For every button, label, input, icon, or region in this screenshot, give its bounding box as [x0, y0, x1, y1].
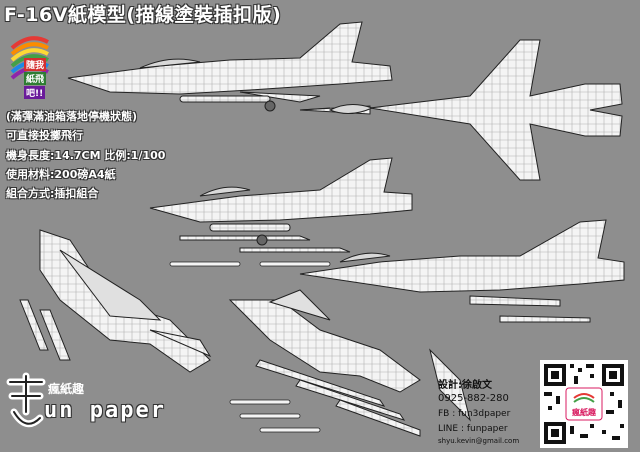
missile-stores	[169, 261, 331, 433]
qr-badge-text: 瘋紙趣	[571, 407, 597, 417]
phone-number: 0925-882-280	[438, 393, 509, 404]
fighter-jet-icon	[299, 219, 625, 323]
logo-tag: 紙飛	[24, 72, 47, 85]
spec-line: 可直接投擲飛行	[6, 129, 83, 142]
fighter-jet-icon	[299, 39, 623, 181]
brand-logo-mark-icon	[6, 372, 46, 428]
email-address: shyu.kevin@gmail.com	[438, 437, 520, 445]
page-title: F-16V紙模型(描線塗裝插扣版)	[4, 4, 282, 26]
line-handle: LINE : funpaper	[438, 424, 508, 434]
spec-line: (滿彈滿油箱落地停機狀態)	[6, 110, 138, 123]
fighter-jet-icon	[67, 21, 393, 112]
designer-credit: 設計:徐啟文	[438, 380, 492, 391]
rainbow-logo-icon: 隨我 紙飛 吧!!	[10, 30, 50, 100]
facebook-handle: FB : fun3dpaper	[438, 409, 511, 419]
fighter-jet-icon	[228, 289, 471, 437]
fighter-jet-icon	[19, 229, 212, 373]
spec-line: 使用材料:200磅A4紙	[6, 168, 116, 181]
logo-tag: 隨我	[24, 58, 47, 71]
spec-line: 機身長度:14.7CM 比例:1/100	[6, 149, 166, 162]
qr-code-icon: 瘋紙趣	[540, 360, 628, 448]
brand-name-en: un paper	[44, 398, 166, 423]
logo-tag: 吧!!	[24, 86, 46, 99]
spec-line: 組合方式:插扣組合	[6, 187, 99, 200]
fighter-jet-icon	[149, 157, 413, 253]
brand-name-zh: 瘋紙趣	[48, 382, 85, 396]
